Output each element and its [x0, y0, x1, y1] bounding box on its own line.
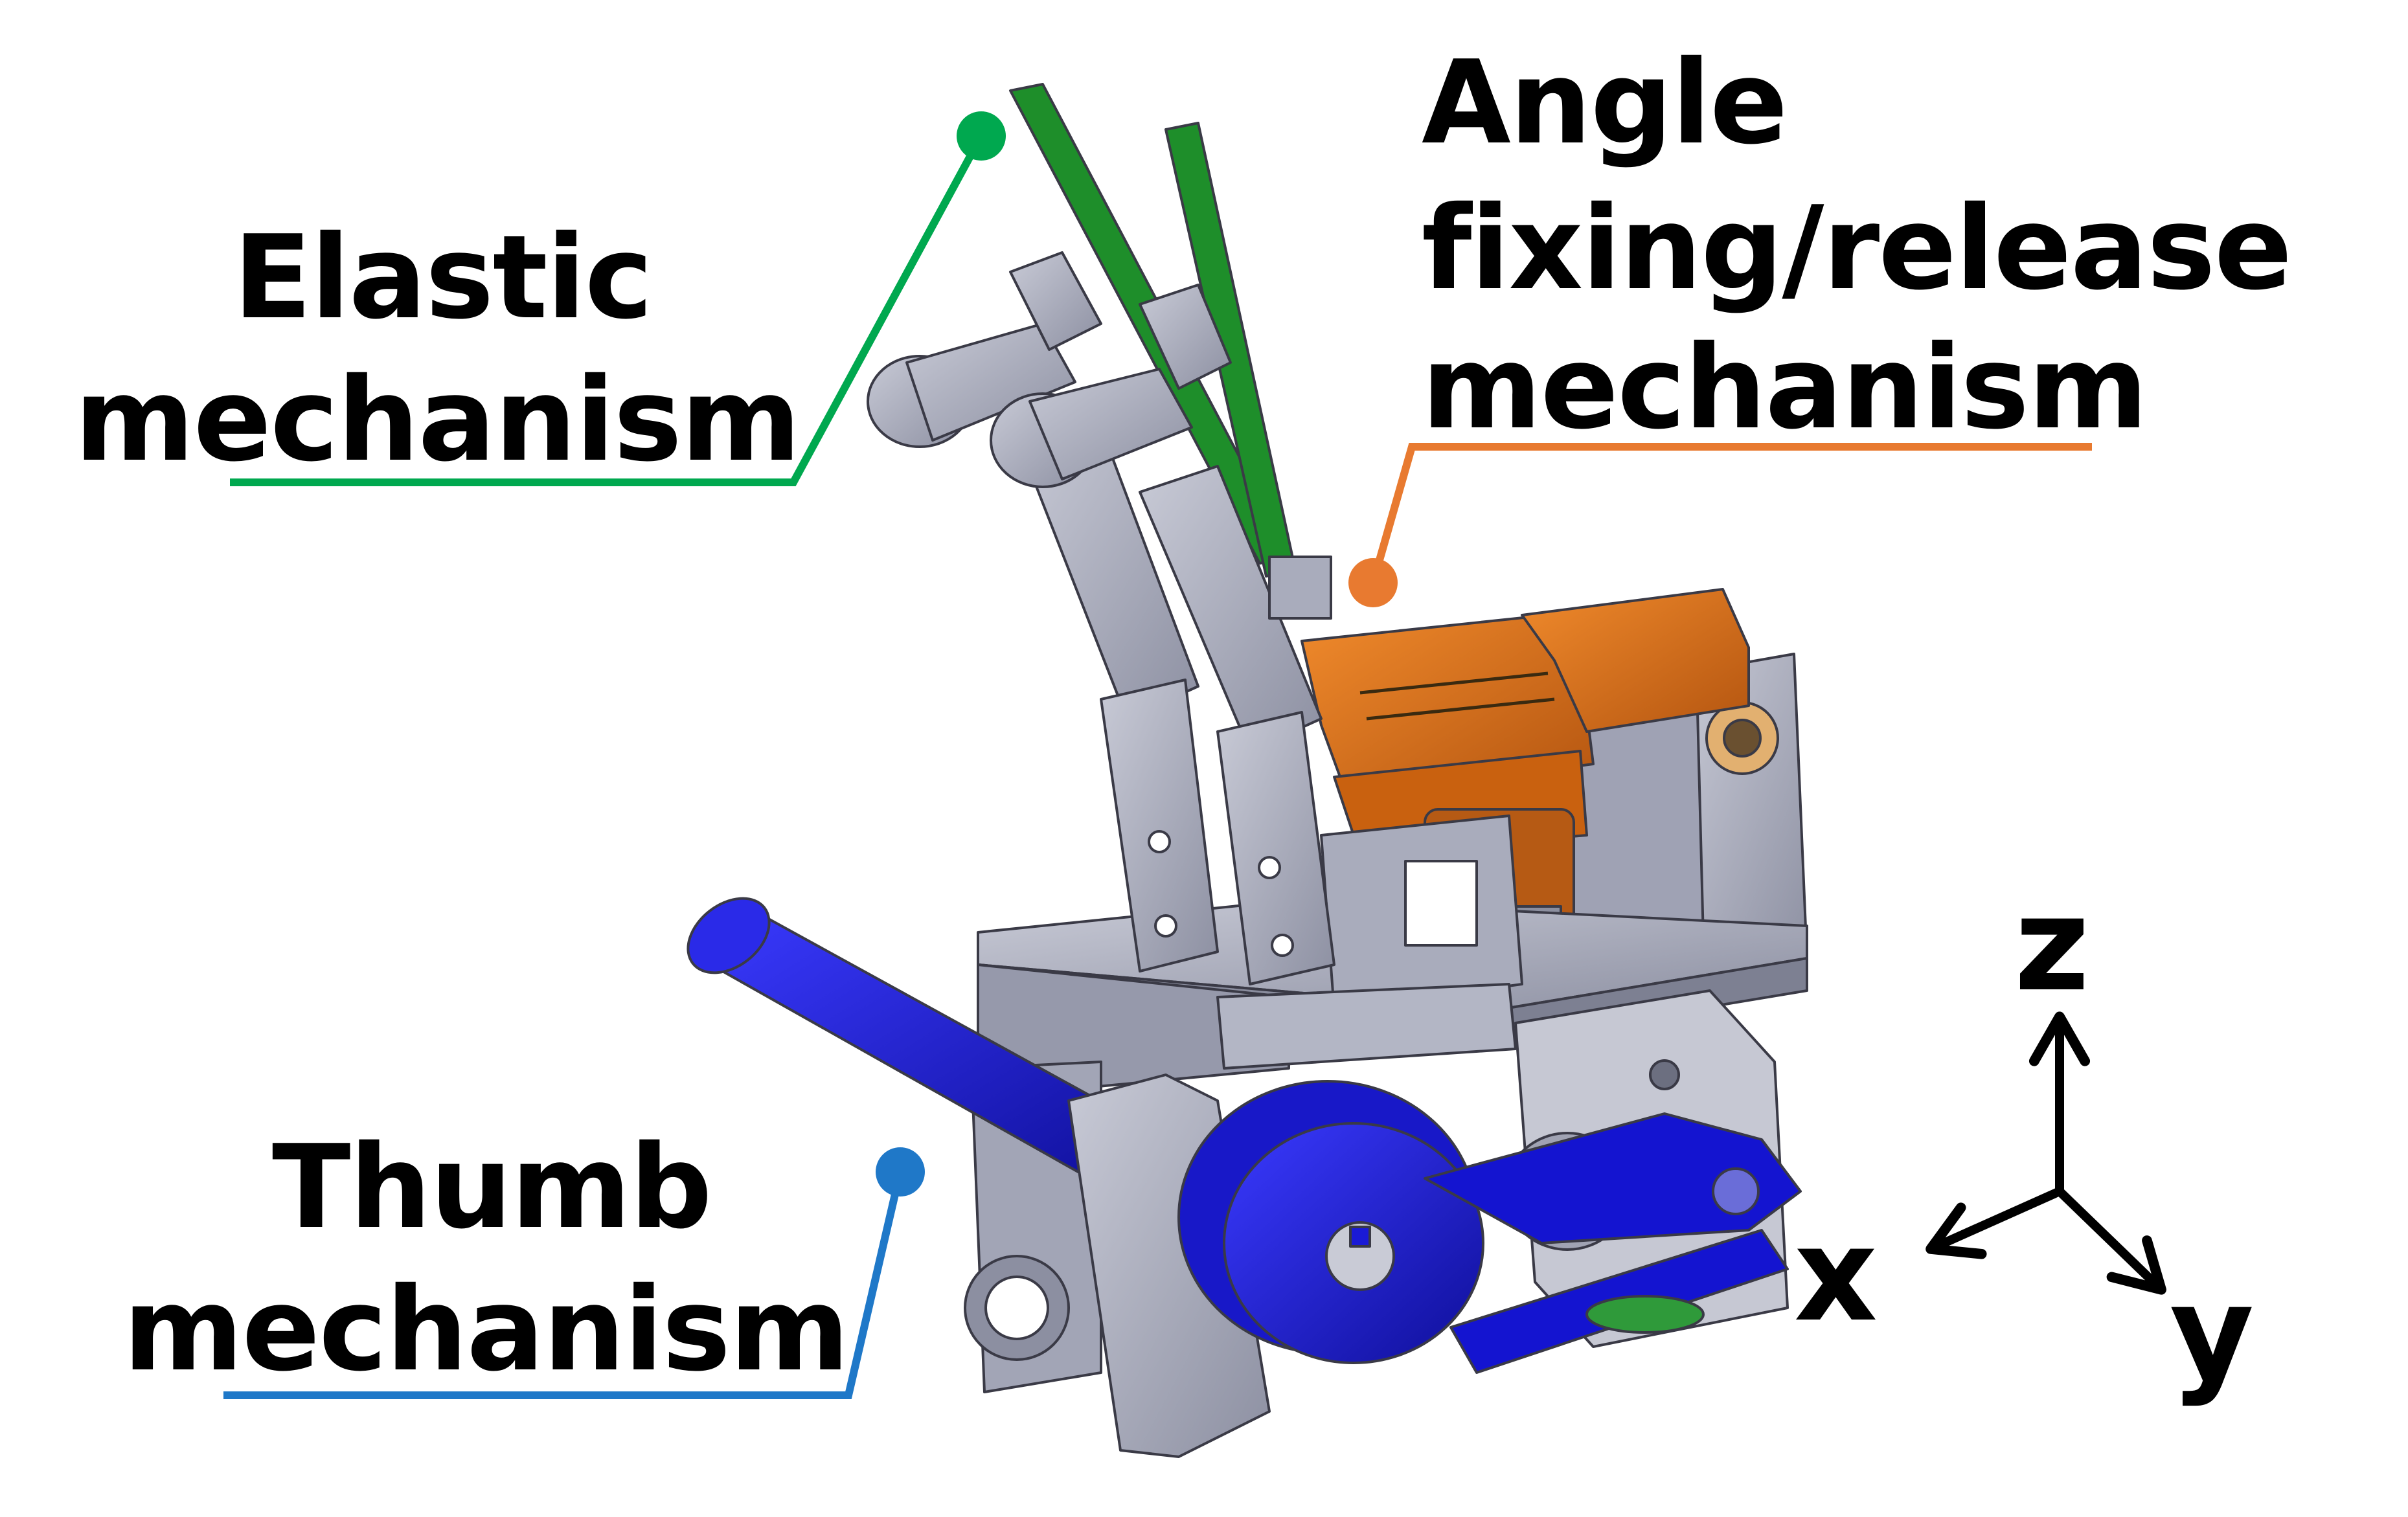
thumb-callout-dot [876, 1147, 925, 1197]
axis-triad [1925, 1011, 2166, 1295]
elastic-label-line1: Elastic [233, 210, 653, 344]
lower-body [964, 963, 1517, 1393]
angle-label-line2: fixing/release [1422, 181, 2292, 315]
angle-label-line1: Angle [1422, 36, 1788, 170]
thumb-label-line2: mechanism [123, 1263, 850, 1397]
axis-x-arrow [1925, 1187, 2064, 1259]
axis-y-arrow [2055, 1187, 2166, 1295]
elastic-callout [230, 111, 1006, 486]
elastic-label-line2: mechanism [74, 353, 801, 487]
strip-clamp [1268, 556, 1332, 620]
elastic-callout-dot [957, 111, 1006, 161]
thumb-callout [223, 1147, 925, 1399]
robot-hand-cad-model [687, 83, 1808, 1458]
thumb-label-line1: Thumb [272, 1120, 712, 1254]
axis-y-label: y [2170, 1258, 2255, 1409]
green-gear [1585, 1295, 1705, 1334]
finger-right [990, 284, 1335, 985]
thumb-rod [687, 897, 1148, 1186]
angle-label-line3: mechanism [1422, 320, 2148, 455]
axis-x-label: x [1794, 1200, 1878, 1351]
angle-callout [1348, 443, 2092, 607]
finger-left [867, 251, 1219, 972]
main-pulley [1177, 1080, 1484, 1364]
angle-callout-dot [1348, 558, 1398, 607]
axis-z-label: z [2014, 870, 2090, 1020]
finger-frame [1320, 815, 1523, 1011]
